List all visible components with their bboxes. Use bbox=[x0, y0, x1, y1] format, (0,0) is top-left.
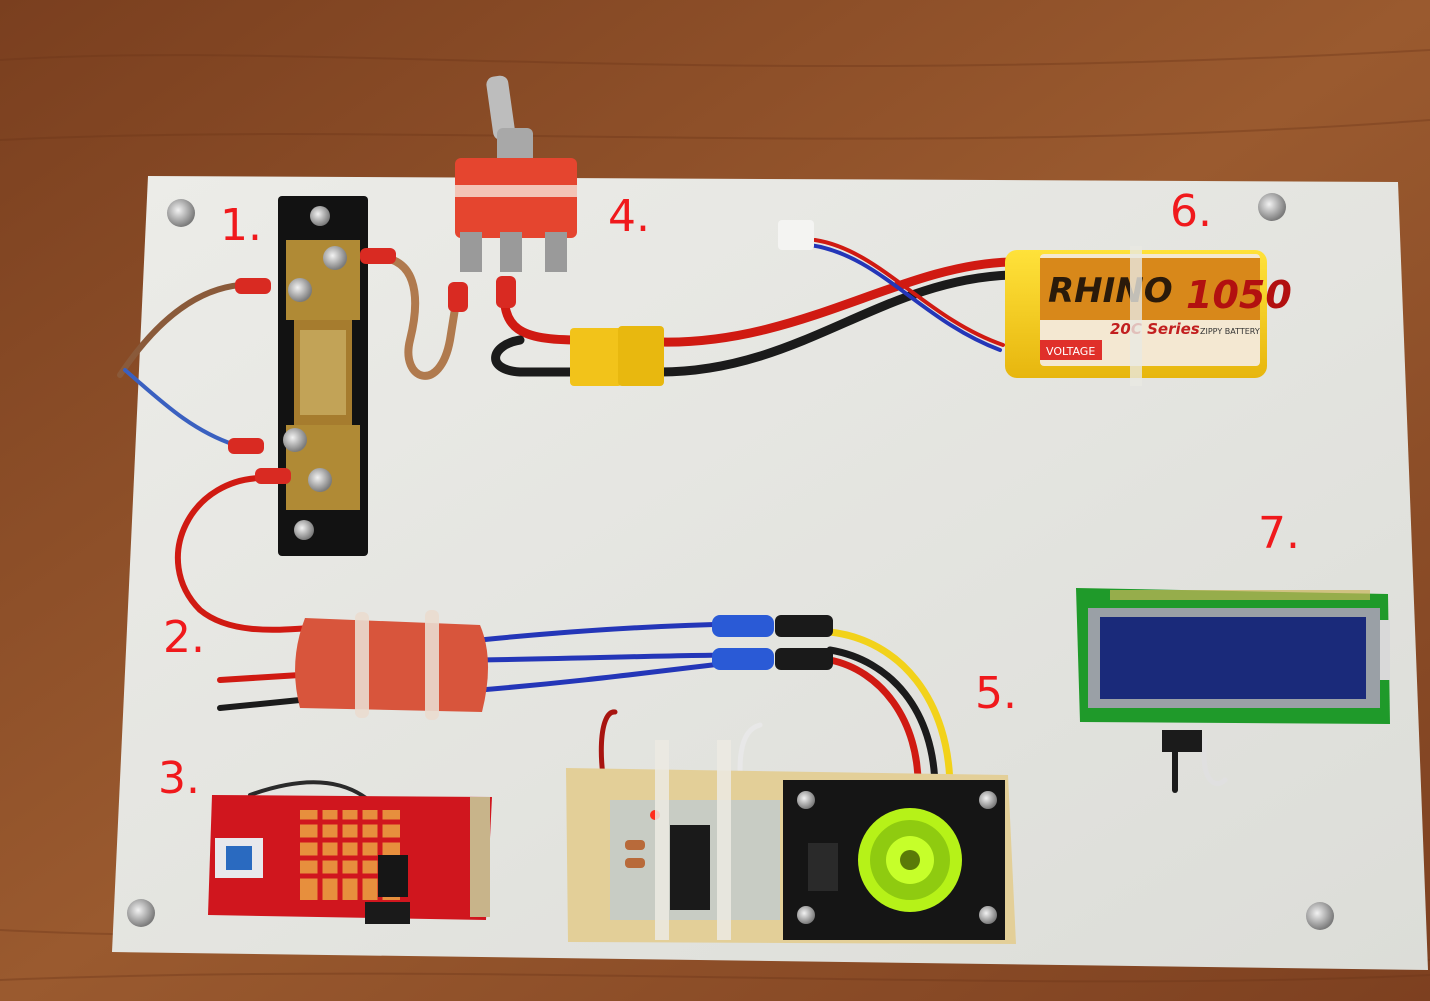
screw-icon bbox=[797, 906, 815, 924]
label-controller-board: 3. bbox=[158, 753, 200, 804]
bolt-icon bbox=[283, 428, 307, 452]
controller-board bbox=[208, 795, 492, 924]
corner-screws bbox=[127, 193, 1334, 930]
screw-icon bbox=[979, 906, 997, 924]
label-motor: 5. bbox=[975, 668, 1017, 719]
battery-capacity: 1050 bbox=[1186, 273, 1292, 317]
label-toggle-switch: 4. bbox=[608, 191, 650, 242]
screw-icon bbox=[294, 520, 314, 540]
screw-icon bbox=[1258, 193, 1286, 221]
bolt-icon bbox=[308, 468, 332, 492]
xt60-connector bbox=[570, 326, 664, 386]
screw-icon bbox=[797, 791, 815, 809]
label-esc: 2. bbox=[163, 612, 205, 663]
screw-icon bbox=[1306, 902, 1334, 930]
battery-note: ZIPPY BATTERY bbox=[1200, 327, 1260, 336]
bolt-icon bbox=[323, 246, 347, 270]
speed-controller bbox=[295, 610, 833, 720]
battery-series: 20C Series bbox=[1110, 320, 1200, 338]
battery-brand: RHINO bbox=[1048, 271, 1173, 311]
toggle-switch bbox=[448, 75, 577, 312]
lipo-battery: RHINO 1050 20C Series VOLTAGE ZIPPY BATT… bbox=[778, 220, 1292, 386]
bolt-icon bbox=[288, 278, 312, 302]
current-shunt bbox=[228, 196, 396, 556]
battery-voltage-label: VOLTAGE bbox=[1046, 345, 1095, 358]
screw-icon bbox=[979, 791, 997, 809]
label-battery: 6. bbox=[1170, 186, 1212, 237]
lcd-module bbox=[1076, 588, 1390, 752]
screw-icon bbox=[310, 206, 330, 226]
motor-mount bbox=[566, 740, 1016, 944]
label-lcd: 7. bbox=[1258, 508, 1300, 559]
screw-icon bbox=[127, 899, 155, 927]
screw-icon bbox=[167, 199, 195, 227]
label-shunt: 1. bbox=[220, 200, 262, 251]
